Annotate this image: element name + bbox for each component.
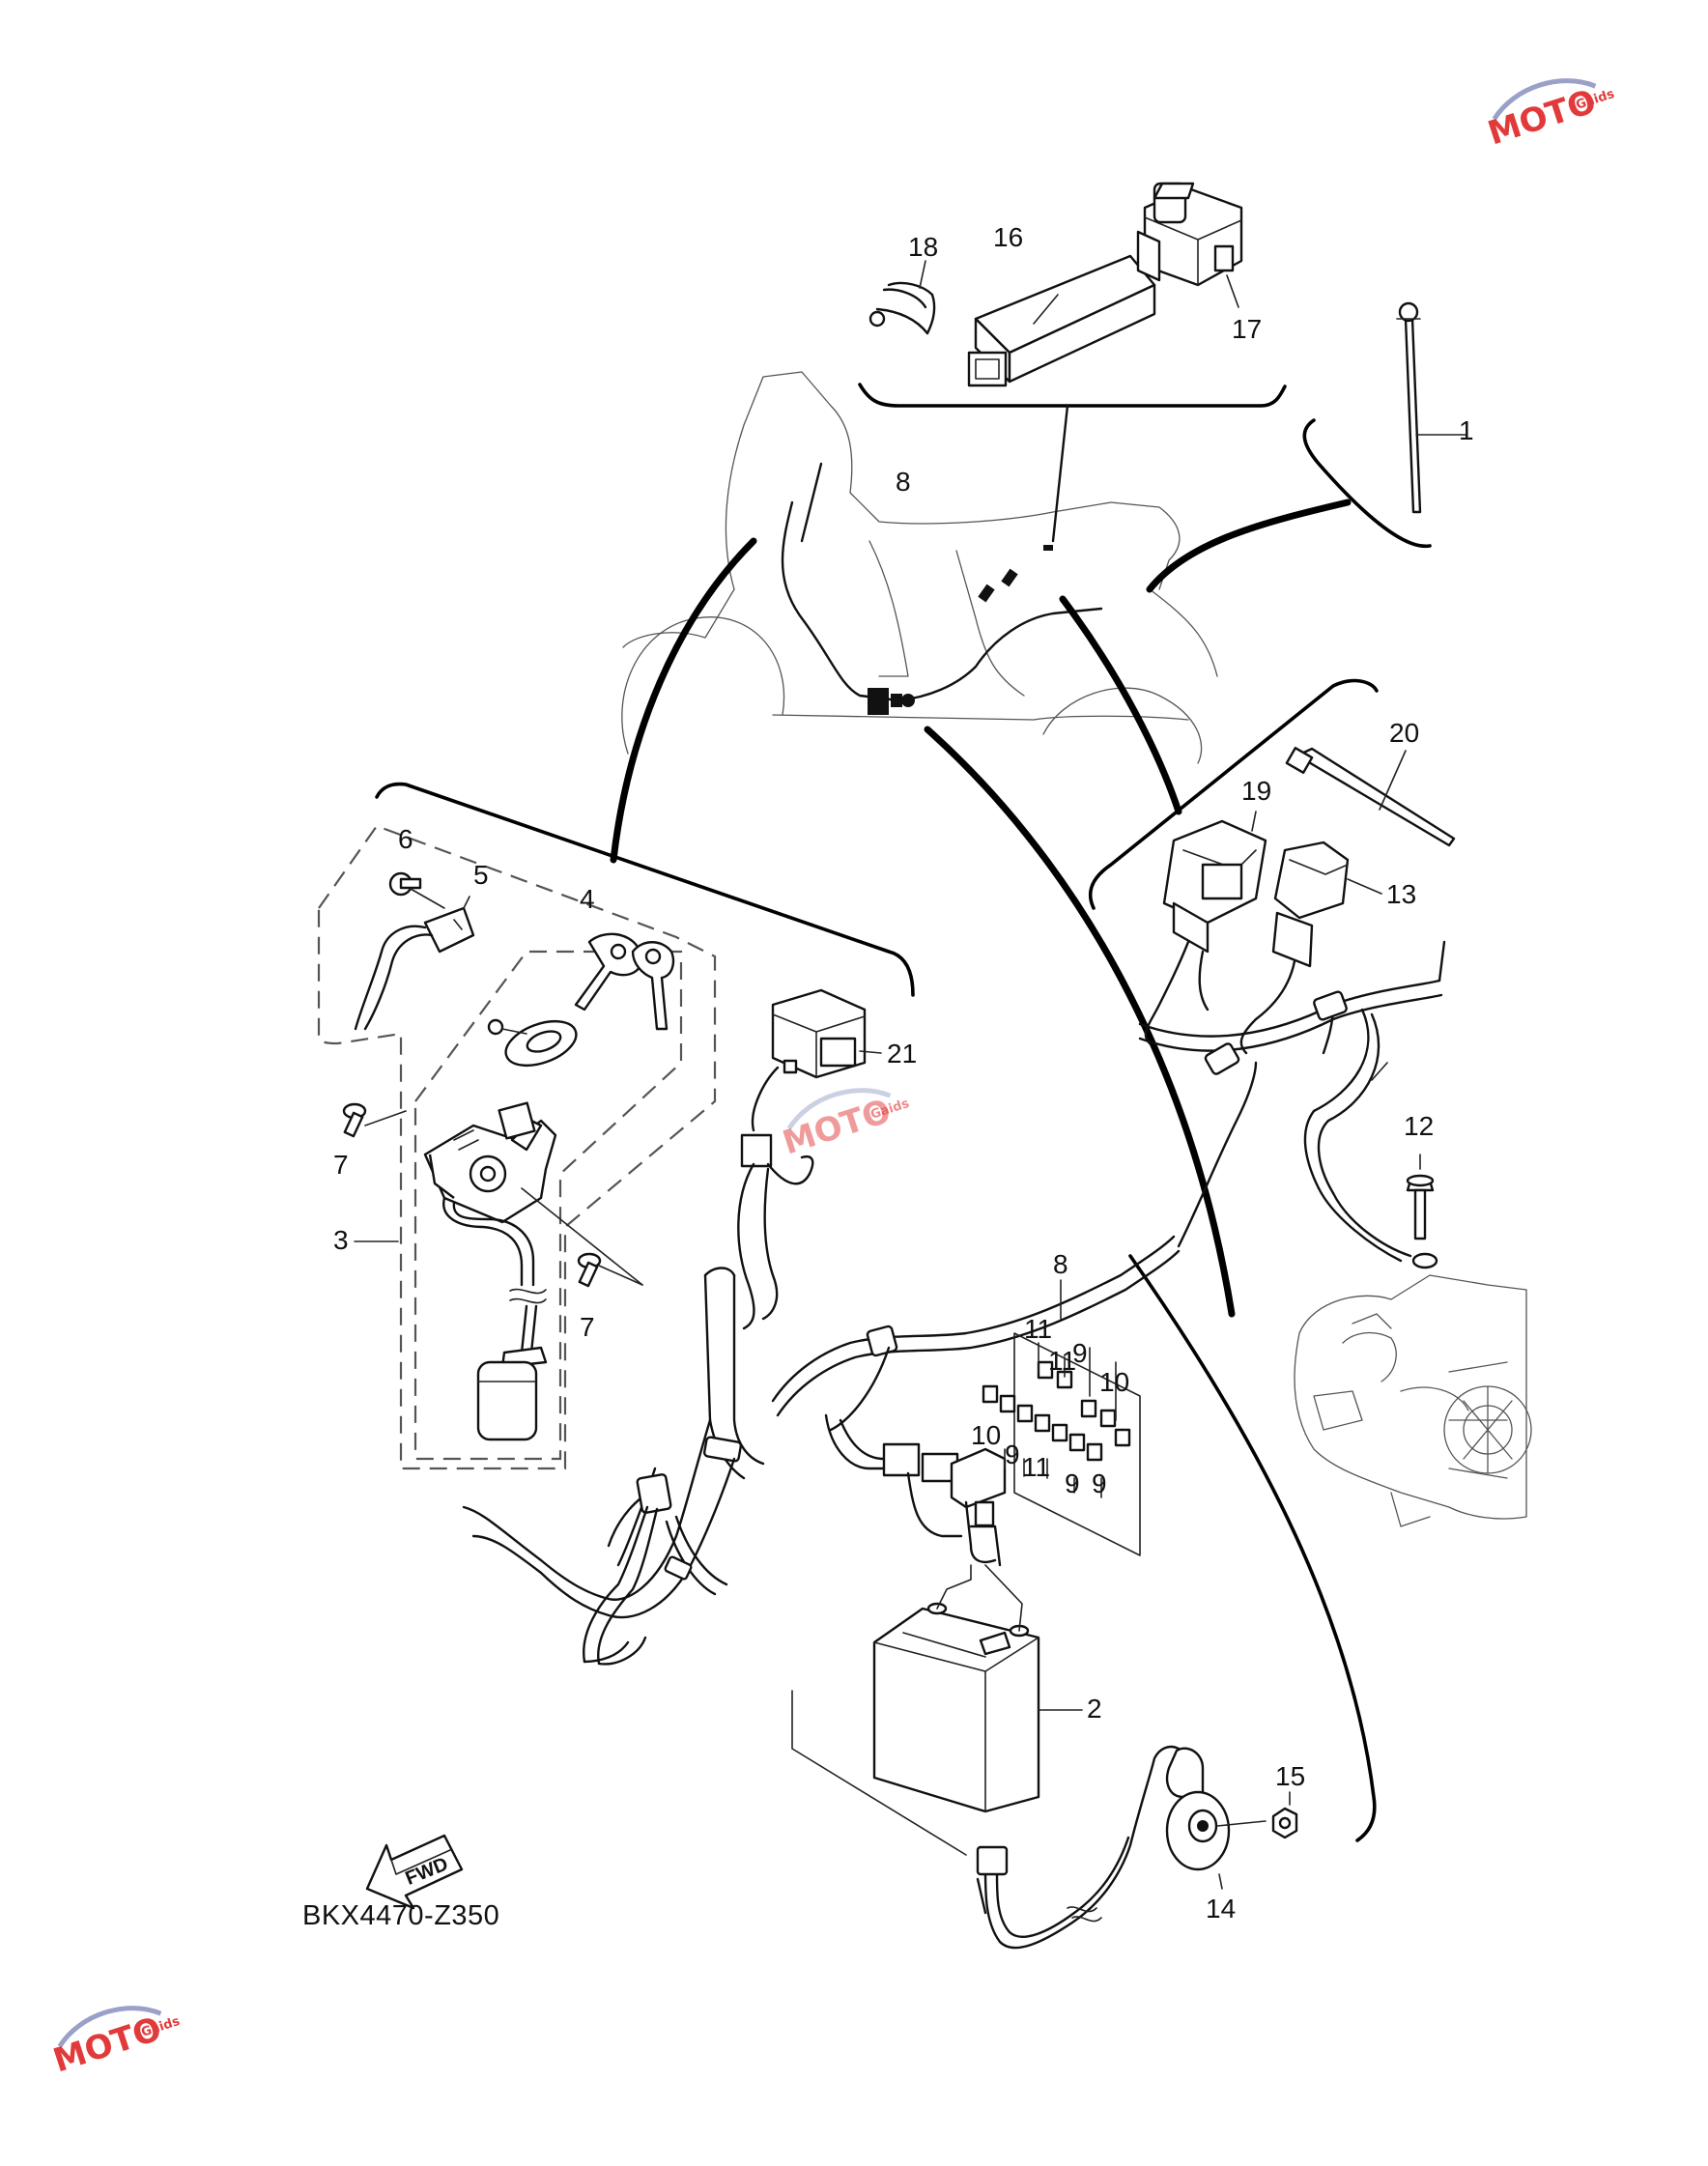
callout-13: 13 (1386, 879, 1416, 909)
callout-14: 14 (1206, 1894, 1236, 1924)
callout-16: 16 (993, 222, 1023, 252)
watermark-brand: MOTO (1483, 82, 1601, 154)
engine-outline (1294, 1274, 1532, 1527)
callout-11-a: 11 (1024, 1314, 1052, 1344)
callout-20: 20 (1389, 718, 1419, 748)
callout-10-a: 10 (1099, 1367, 1129, 1397)
part-14-horn (1165, 1747, 1267, 1890)
harness-on-scooter (781, 462, 1103, 715)
part-19-connector (1144, 811, 1267, 1045)
callout-19: 19 (1241, 776, 1271, 806)
part-16-control-unit (967, 254, 1156, 387)
callout-4: 4 (580, 884, 595, 914)
callout-21: 21 (887, 1039, 917, 1069)
watermark-brand: MOTO (48, 2009, 166, 2081)
callout-7-left: 7 (333, 1150, 349, 1180)
figure-code: BKX4470-Z350 (302, 1900, 499, 1931)
callout-5: 5 (473, 860, 489, 890)
callout-12: 12 (1404, 1111, 1434, 1141)
part-20-cable-band (1285, 747, 1456, 847)
part-15-nut (1271, 1791, 1298, 1839)
part-6-bolt (388, 871, 445, 909)
callout-3: 3 (333, 1225, 349, 1255)
callout-9-c: 9 (1065, 1468, 1080, 1498)
part-21-relay (771, 988, 882, 1079)
part-7-screw-right (521, 1187, 643, 1288)
callout-6: 6 (398, 824, 413, 854)
callout-9-d: 9 (1092, 1468, 1107, 1498)
fuse-group (982, 1279, 1141, 1556)
part-13-connector (1239, 841, 1382, 1055)
callout-2: 2 (1087, 1694, 1102, 1724)
callout-labels: 1 2 3 4 5 6 7 7 8 8 9 9 9 9 10 10 11 11 … (333, 222, 1474, 1924)
main-switch-group (317, 824, 717, 1470)
part-12-bolt (1406, 1154, 1435, 1240)
right-harness (1138, 940, 1446, 1269)
callout-15: 15 (1275, 1761, 1305, 1791)
callout-1: 1 (1459, 415, 1474, 445)
watermark-brand: MOTO (778, 1092, 896, 1163)
fwd-arrow-icon: FWD (365, 1834, 464, 1910)
part-5-plate (354, 896, 475, 1031)
watermark-center: MOTO Gaids (778, 1088, 911, 1163)
callout-10-b: 10 (971, 1420, 1001, 1450)
callout-7-right: 7 (580, 1312, 595, 1342)
part-18-lead-wire (868, 260, 936, 335)
watermark-bottom-left: MOTO Gaids (48, 2006, 182, 2081)
part-17-relay (1136, 182, 1243, 308)
callout-11-b: 11 (1048, 1346, 1076, 1376)
callout-9-b: 9 (1005, 1439, 1020, 1469)
callout-17: 17 (1232, 314, 1262, 344)
lower-harness (791, 1690, 1181, 1950)
callout-11-c: 11 (1022, 1452, 1050, 1482)
part-2-battery (872, 1564, 1083, 1813)
callout-18: 18 (908, 232, 938, 262)
callout-8-top: 8 (896, 467, 911, 497)
watermark-top-right: MOTO Gaids (1483, 78, 1616, 154)
center-harness (462, 1061, 1258, 1666)
callout-9-a: 9 (1072, 1338, 1088, 1368)
group-brackets (375, 383, 1432, 1842)
callout-8-fuse: 8 (1053, 1249, 1068, 1279)
part-7-screw-left (342, 1102, 407, 1138)
part-1-cable-tie (1396, 301, 1467, 514)
